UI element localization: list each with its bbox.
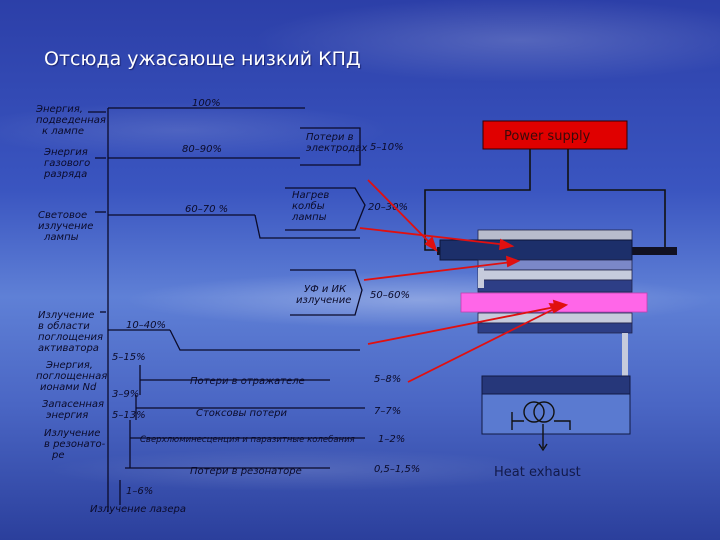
loss-stokes: Стоксовы потери (196, 408, 288, 419)
label-discharge-2: газового (44, 158, 90, 169)
label-discharge-3: разряда (43, 169, 87, 180)
label-laser-output: Излучение лазера (90, 504, 186, 515)
upper-plate (477, 229, 633, 241)
label-lamp-light-1: Световое (38, 210, 87, 221)
label-resonator-2: в резонато- (44, 439, 106, 450)
loss-resonator: Потери в резонаторе (190, 466, 302, 477)
layer-5 (477, 322, 633, 334)
power-supply-label: Power supply (504, 129, 591, 144)
label-nd-2: поглощенная (36, 371, 107, 382)
label-absorb-1: Излучение (38, 310, 94, 321)
power-supply-box (482, 120, 628, 150)
label-lamp-light-2: излучение (38, 221, 93, 232)
loss-reflector: Потери в отражателе (190, 376, 305, 387)
flash-lamp (439, 239, 633, 261)
page-title: Отсюда ужасающе низкий КПД (44, 48, 361, 70)
loss-pct-superluminescence: 1–2% (378, 434, 405, 445)
power-wires (424, 149, 666, 251)
loss-pct-bulb: 20–30% (368, 202, 408, 213)
pct-100: 100% (192, 98, 221, 109)
pct-5-15: 5–15% (112, 352, 146, 363)
loss-bulb-1: Нагрев (292, 190, 329, 201)
label-nd-3: ионами Nd (40, 382, 97, 393)
exchanger-top (481, 375, 631, 395)
loss-pct-uv-ir: 50–60% (370, 290, 410, 301)
pct-1-6: 1–6% (126, 486, 153, 497)
loss-uv-ir-1: УФ и ИК (304, 284, 347, 295)
fan-icon (511, 401, 571, 452)
cooling-pipe (622, 333, 628, 393)
loss-bulb-2: колбы (292, 200, 325, 212)
layer-2 (477, 269, 633, 281)
pct-10-40: 10–40% (126, 320, 166, 331)
pipe-left (478, 268, 484, 288)
red-arrows (359, 179, 569, 383)
pct-80-90: 80–90% (182, 144, 222, 155)
label-nd-1: Энергия, (45, 360, 93, 371)
label-resonator-3: ре (51, 450, 65, 461)
pct-5-13: 5–13% (112, 410, 146, 421)
loss-electrodes-1: Потери в (306, 132, 354, 143)
loss-pct-reflector: 5–8% (374, 374, 401, 385)
laser-schematic: Power supply Heat ex (424, 120, 677, 480)
label-discharge-1: Энергия (43, 147, 88, 158)
exchanger-body (481, 393, 631, 435)
layer-3 (477, 279, 633, 293)
percent-labels: 100% 80–90% 60–70 % 10–40% 5–15% 3–9% 5–… (112, 98, 228, 497)
label-absorb-3: поглощения (38, 332, 103, 343)
heat-exhaust-label: Heat exhaust (494, 465, 581, 480)
loss-labels: Потери в электродах 5–10% Нагрев колбы л… (140, 132, 420, 477)
loss-pct-stokes: 7–7% (374, 406, 401, 417)
loss-bulb-3: лампы (291, 212, 327, 223)
label-stored-1: Запасенная (42, 399, 104, 410)
loss-pct-electrodes: 5–10% (370, 142, 404, 153)
lamp-electrode-right (632, 247, 677, 255)
pct-3-9: 3–9% (112, 389, 139, 400)
pct-60-70: 60–70 % (185, 204, 228, 215)
left-labels: Энергия, подведенная к лампе Энергия газ… (35, 104, 186, 515)
label-stored-2: энергия (46, 410, 88, 421)
layer-1 (477, 259, 633, 271)
label-input-energy-2: подведенная (36, 115, 106, 126)
label-lamp-light-3: лампы (43, 232, 79, 243)
label-absorb-2: в области (38, 320, 90, 332)
loss-electrodes-2: электродах (306, 143, 367, 154)
flow-lines (88, 107, 366, 512)
loss-pct-resonator: 0,5–1,5% (374, 464, 420, 475)
loss-superluminescence: Сверхлюминесценция и паразитные колебани… (140, 435, 355, 445)
label-resonator-1: Излучение (44, 428, 100, 439)
label-input-energy-1: Энергия, (35, 104, 83, 115)
loss-uv-ir-2: излучение (296, 295, 351, 306)
label-absorb-4: активатора (38, 343, 99, 354)
label-input-energy-3: к лампе (42, 126, 84, 137)
